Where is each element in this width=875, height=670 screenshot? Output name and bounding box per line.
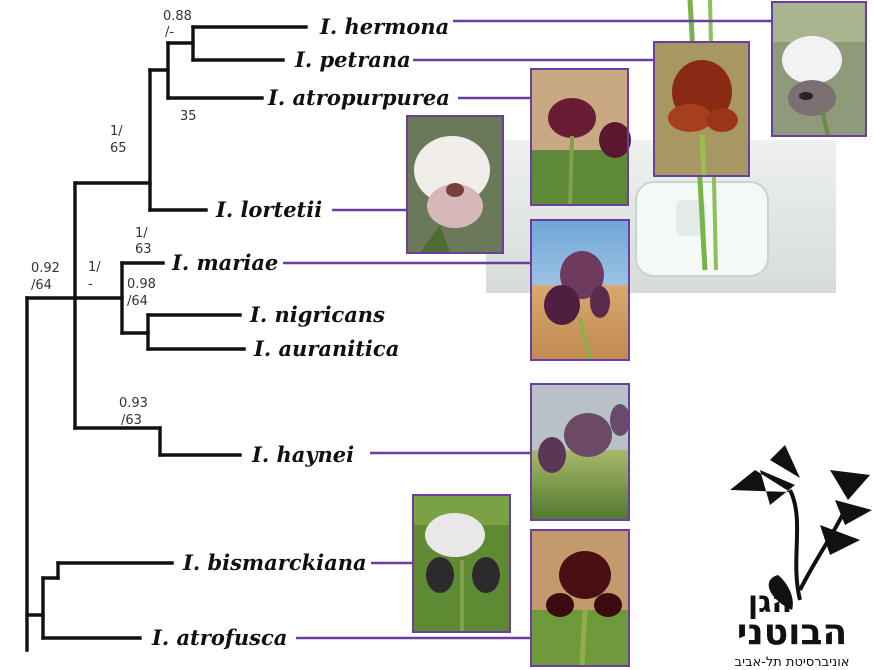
support-label: 1/ (88, 260, 101, 275)
photo-mariae (531, 220, 629, 360)
botanical-garden-logo: הגן הבוטני אוניברסיטת תל-אביב (730, 445, 872, 670)
support-label: 0.98 (127, 277, 156, 292)
taxon-petrana: I. petrana (294, 47, 411, 72)
support-label: 0.88 (163, 9, 192, 24)
photo-hermona (772, 2, 866, 136)
support-label: /64 (127, 294, 148, 309)
support-label: /64 (31, 278, 52, 293)
photo-petrana (654, 42, 749, 176)
dark-purple-iris-photo (564, 413, 612, 457)
taxon-bismarckiana: I. bismarckiana (182, 550, 367, 575)
support-label: 35 (180, 109, 197, 124)
photo-haynei (531, 384, 630, 520)
support-label: 1/ (110, 124, 123, 139)
support-label: 0.93 (119, 396, 148, 411)
support-label: 63 (135, 242, 152, 257)
taxon-auranitica: I. auranitica (253, 336, 399, 361)
support-label: 0.92 (31, 261, 60, 276)
photo-atropurpurea (531, 69, 631, 205)
logo-line2: הבוטני (737, 612, 847, 653)
photo-lortetii (407, 116, 503, 253)
taxon-nigricans: I. nigricans (249, 302, 385, 327)
white-iris-photo (782, 36, 842, 84)
photo-atrofusca (531, 530, 629, 666)
taxon-atrofusca: I. atrofusca (151, 625, 287, 650)
maroon-iris-photo (548, 98, 596, 138)
support-values: 0.88 /- 35 1/ 65 1/ 63 0.98 /64 1/ - 0.9… (31, 9, 197, 428)
taxon-mariae: I. mariae (171, 250, 278, 275)
spotted-iris-photo (425, 513, 485, 557)
photo-bismarckiana (413, 495, 510, 632)
taxon-haynei: I. haynei (251, 442, 354, 467)
support-label: 65 (110, 141, 127, 156)
taxon-lortetii: I. lortetii (215, 197, 322, 222)
taxon-hermona: I. hermona (319, 14, 449, 39)
support-label: /- (165, 25, 174, 40)
logo-line3: אוניברסיטת תל-אביב (735, 655, 850, 670)
taxon-atropurpurea: I. atropurpurea (267, 85, 450, 110)
support-label: 1/ (135, 226, 148, 241)
support-label: - (88, 277, 93, 292)
dark-red-iris-photo (559, 551, 611, 599)
support-label: /63 (121, 413, 142, 428)
